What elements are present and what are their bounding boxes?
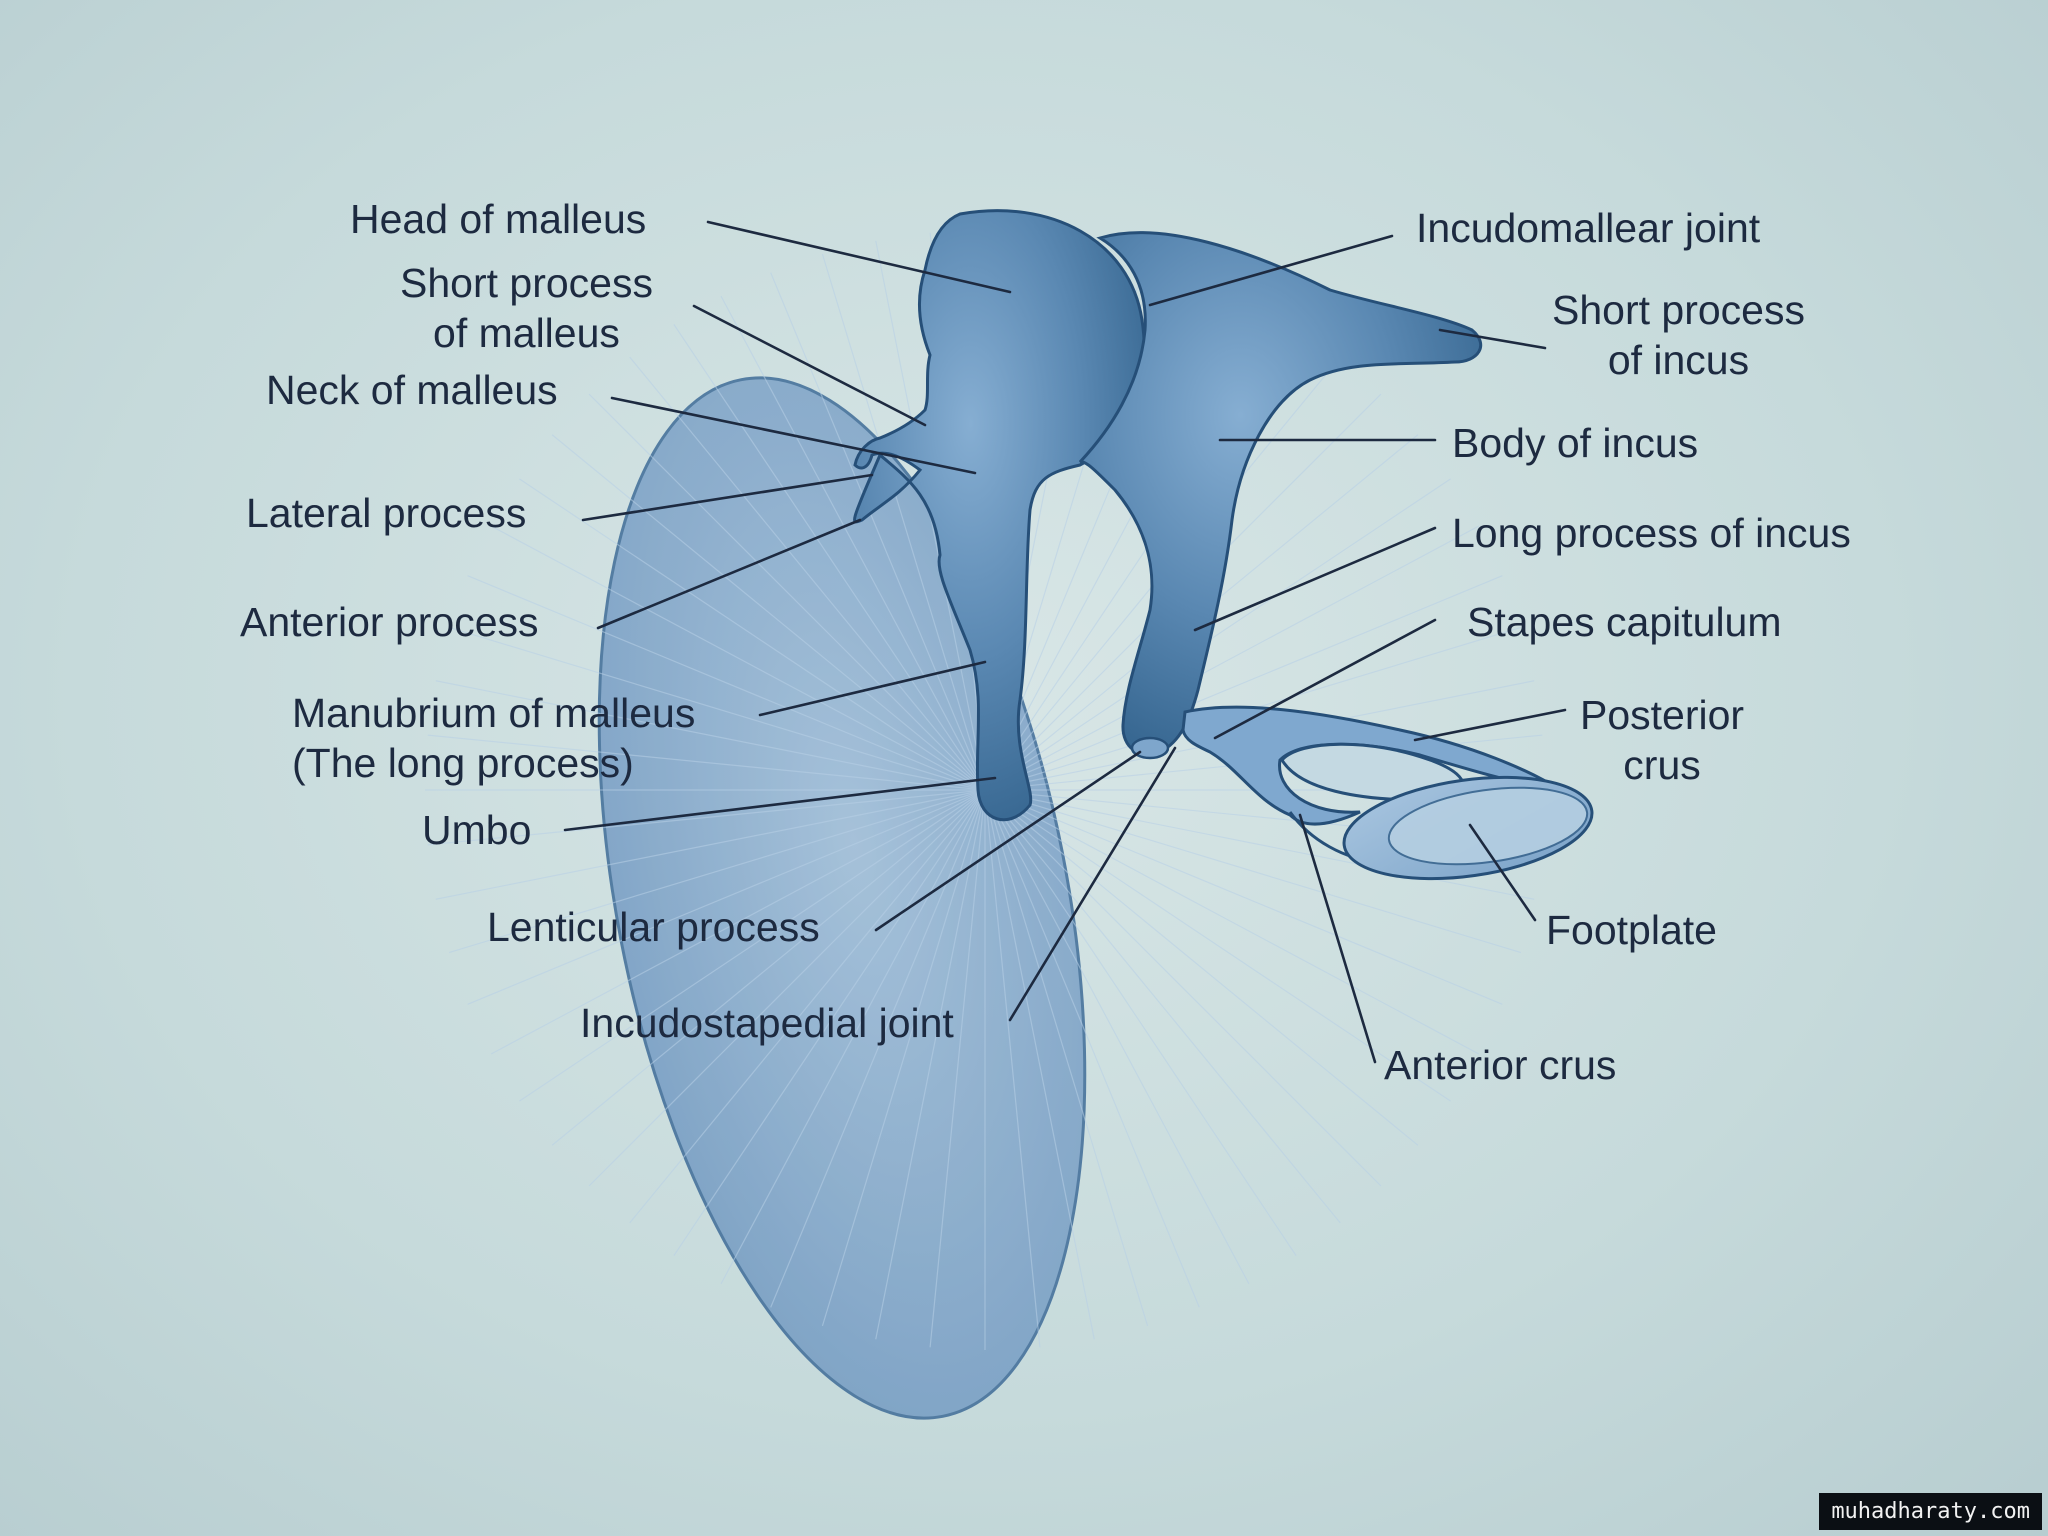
leader-stapes-capitulum xyxy=(1213,618,1437,740)
leader-incudostapedial-joint xyxy=(1008,746,1177,1022)
leader-incudomallear-joint xyxy=(1148,234,1394,307)
leader-umbo xyxy=(563,776,997,832)
leader-short-process-of-malleus xyxy=(692,304,927,427)
leader-anterior-process xyxy=(596,518,862,630)
label-incudostapedial-joint: Incudostapedial joint xyxy=(580,1000,954,1046)
leader-neck-of-malleus xyxy=(610,396,977,475)
label-incudomallear-joint: Incudomallear joint xyxy=(1416,205,1761,251)
leader-lenticular-process xyxy=(874,750,1142,932)
tympanic-membrane xyxy=(425,230,1545,1420)
leader-long-process-of-incus xyxy=(1193,526,1437,632)
leader-anterior-crus xyxy=(1298,813,1377,1064)
leader-posterior-crus xyxy=(1413,708,1567,742)
label-stapes-capitulum: Stapes capitulum xyxy=(1467,599,1782,645)
label-head-of-malleus: Head of malleus xyxy=(350,196,647,242)
label-manubrium-of-malleus: Manubrium of malleus (The long process) xyxy=(292,690,696,786)
label-lenticular-process: Lenticular process xyxy=(487,904,820,950)
label-footplate: Footplate xyxy=(1546,907,1717,953)
footplate-shape xyxy=(1342,775,1594,881)
leader-head-of-malleus xyxy=(706,220,1012,294)
label-body-of-incus: Body of incus xyxy=(1452,420,1699,466)
watermark: muhadharaty.com xyxy=(1819,1493,2042,1530)
label-anterior-crus: Anterior crus xyxy=(1384,1042,1617,1088)
leader-lateral-process xyxy=(581,473,874,522)
label-posterior-crus: Posterior crus xyxy=(1580,692,1745,788)
malleus-bone xyxy=(853,209,1146,822)
leader-footplate xyxy=(1468,823,1537,922)
stapes-bone xyxy=(1181,705,1561,864)
label-lateral-process: Lateral process xyxy=(246,490,527,536)
label-short-process-of-malleus: Short process of malleus xyxy=(400,260,653,356)
leader-manubrium-of-malleus xyxy=(758,660,987,717)
label-short-process-of-incus: Short process of incus xyxy=(1552,287,1805,383)
label-umbo: Umbo xyxy=(422,807,532,853)
label-neck-of-malleus: Neck of malleus xyxy=(266,367,558,413)
label-anterior-process: Anterior process xyxy=(240,599,539,645)
incus-bone xyxy=(1078,231,1483,760)
label-long-process-of-incus: Long process of incus xyxy=(1452,510,1851,556)
leader-short-process-of-incus xyxy=(1438,328,1547,350)
